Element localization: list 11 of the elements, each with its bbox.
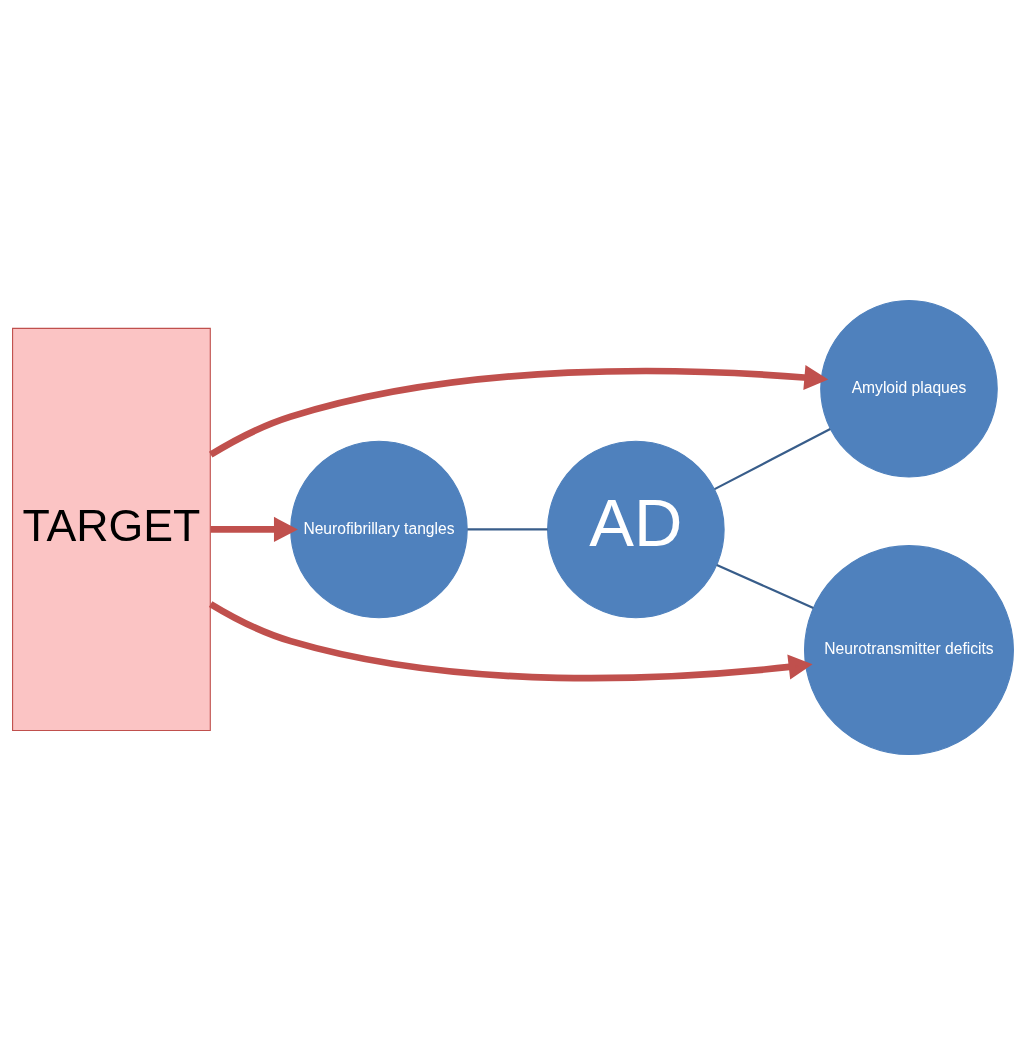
node-circle: AD [547,440,725,618]
arrow [209,364,829,458]
connector [714,427,831,490]
node-box: TARGET [12,327,211,731]
node-circle: Amyloid plaques [820,299,998,477]
arrow [210,516,298,542]
arrow [208,600,813,681]
connector [716,563,814,609]
connector [467,527,548,531]
node-circle: Neurotransmitter deficits [804,544,1014,755]
node-circle: Neurofibrillary tangles [290,440,468,618]
